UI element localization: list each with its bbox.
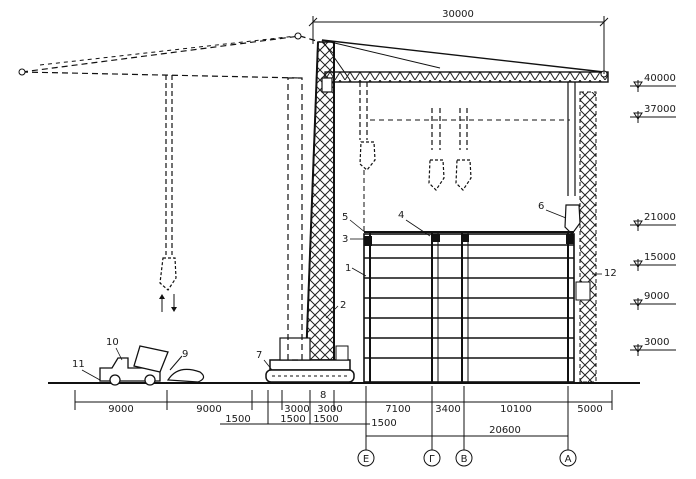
building-frame [363, 231, 575, 383]
right-tower-mast [575, 91, 597, 383]
dim-1500-b: 1500 [280, 414, 305, 425]
elevation-21000: 21000 [644, 212, 676, 223]
elevation-40000: 40000 [644, 73, 676, 84]
callout-3: 3 [342, 234, 348, 245]
dim-5000: 5000 [577, 404, 602, 415]
dim-3000-b: 3000 [317, 404, 342, 415]
dim-1500-d: 1500 [371, 418, 396, 429]
callout-7: 7 [256, 350, 262, 361]
axis-E: Е [363, 454, 369, 465]
callouts: 1 2 3 4 5 6 7 8 9 10 11 12 [72, 201, 617, 401]
dim-3000-a: 3000 [284, 404, 309, 415]
dim-1500-c: 1500 [313, 414, 338, 425]
callout-5: 5 [342, 212, 348, 223]
elevation-3000: 3000 [644, 337, 669, 348]
dim-20600: 20600 [489, 425, 521, 436]
dim-1500-a: 1500 [225, 414, 250, 425]
callout-1: 1 [345, 263, 351, 274]
elevation-markers: 40000 37000 21000 15000 9000 3000 [630, 73, 676, 356]
dump-truck [99, 345, 205, 386]
callout-11: 11 [72, 359, 85, 370]
dim-9000-a: 9000 [108, 404, 133, 415]
callout-2: 2 [340, 300, 346, 311]
top-span-label: 30000 [442, 9, 474, 20]
dim-7100: 7100 [385, 404, 410, 415]
callout-12: 12 [604, 268, 617, 279]
axis-G: Г [429, 454, 435, 465]
dim-3400: 3400 [435, 404, 460, 415]
callout-8: 8 [320, 390, 326, 401]
top-span-dimension: 30000 [308, 9, 609, 74]
dim-9000-b: 9000 [196, 404, 221, 415]
dim-10100: 10100 [500, 404, 532, 415]
elevation-9000: 9000 [644, 291, 669, 302]
elevation-37000: 37000 [644, 104, 676, 115]
callout-4: 4 [398, 210, 404, 221]
callout-9: 9 [182, 349, 188, 360]
elevation-15000: 15000 [644, 252, 676, 263]
callout-6: 6 [538, 201, 544, 212]
axis-V: В [461, 454, 468, 465]
callout-10: 10 [106, 337, 119, 348]
tower-crane [18, 32, 609, 383]
bottom-dimensions: 9000 9000 3000 3000 7100 3400 10100 5000… [74, 386, 613, 450]
axis-A: А [565, 454, 572, 465]
axis-markers: Е Г В А [357, 449, 577, 467]
